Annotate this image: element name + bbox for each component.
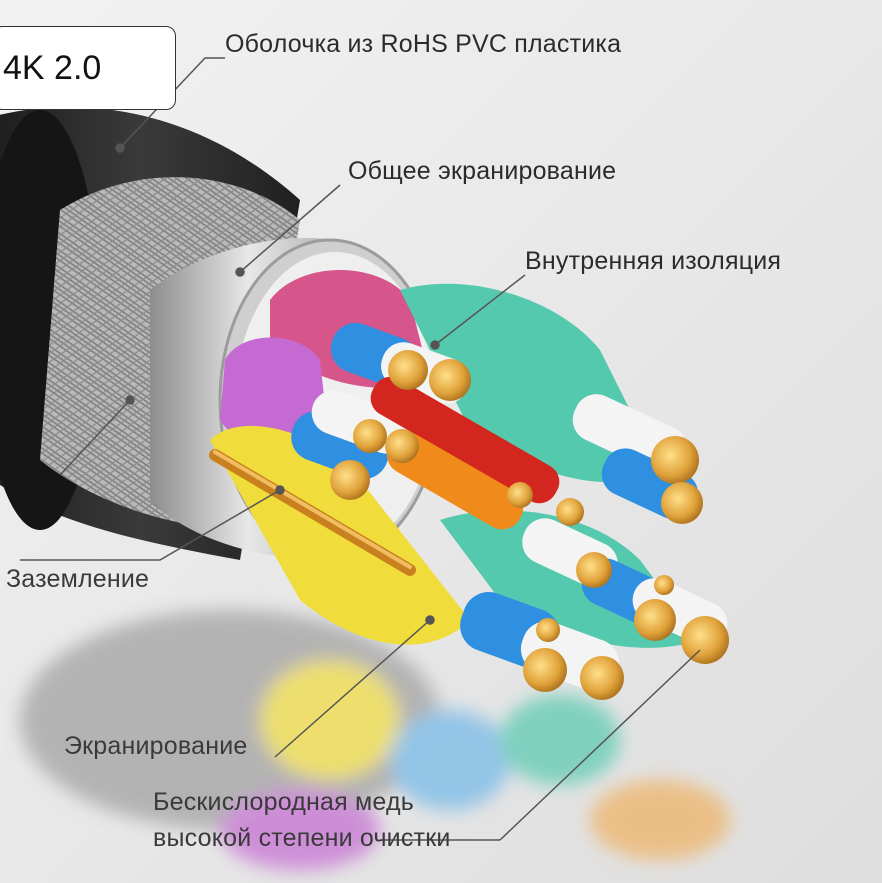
label-inner-insulation: Внутренняя изоляция — [525, 247, 782, 275]
reflection — [20, 610, 730, 870]
copper-ends — [330, 350, 729, 700]
label-sheath: Оболочка из RoHS PVC пластика — [225, 30, 622, 58]
callout-lines — [20, 57, 701, 841]
label-shielding: Экранирование — [64, 732, 248, 760]
label-copper-line2: высокой степени очистки — [153, 824, 451, 852]
cable-type-badge: 4K 2.0 — [0, 26, 176, 110]
label-ground: Заземление — [6, 565, 150, 593]
label-copper-line1: Бескислородная медь — [153, 788, 414, 816]
badge-text: 4K 2.0 — [3, 48, 102, 87]
label-overall-shield: Общее экранирование — [348, 157, 617, 185]
